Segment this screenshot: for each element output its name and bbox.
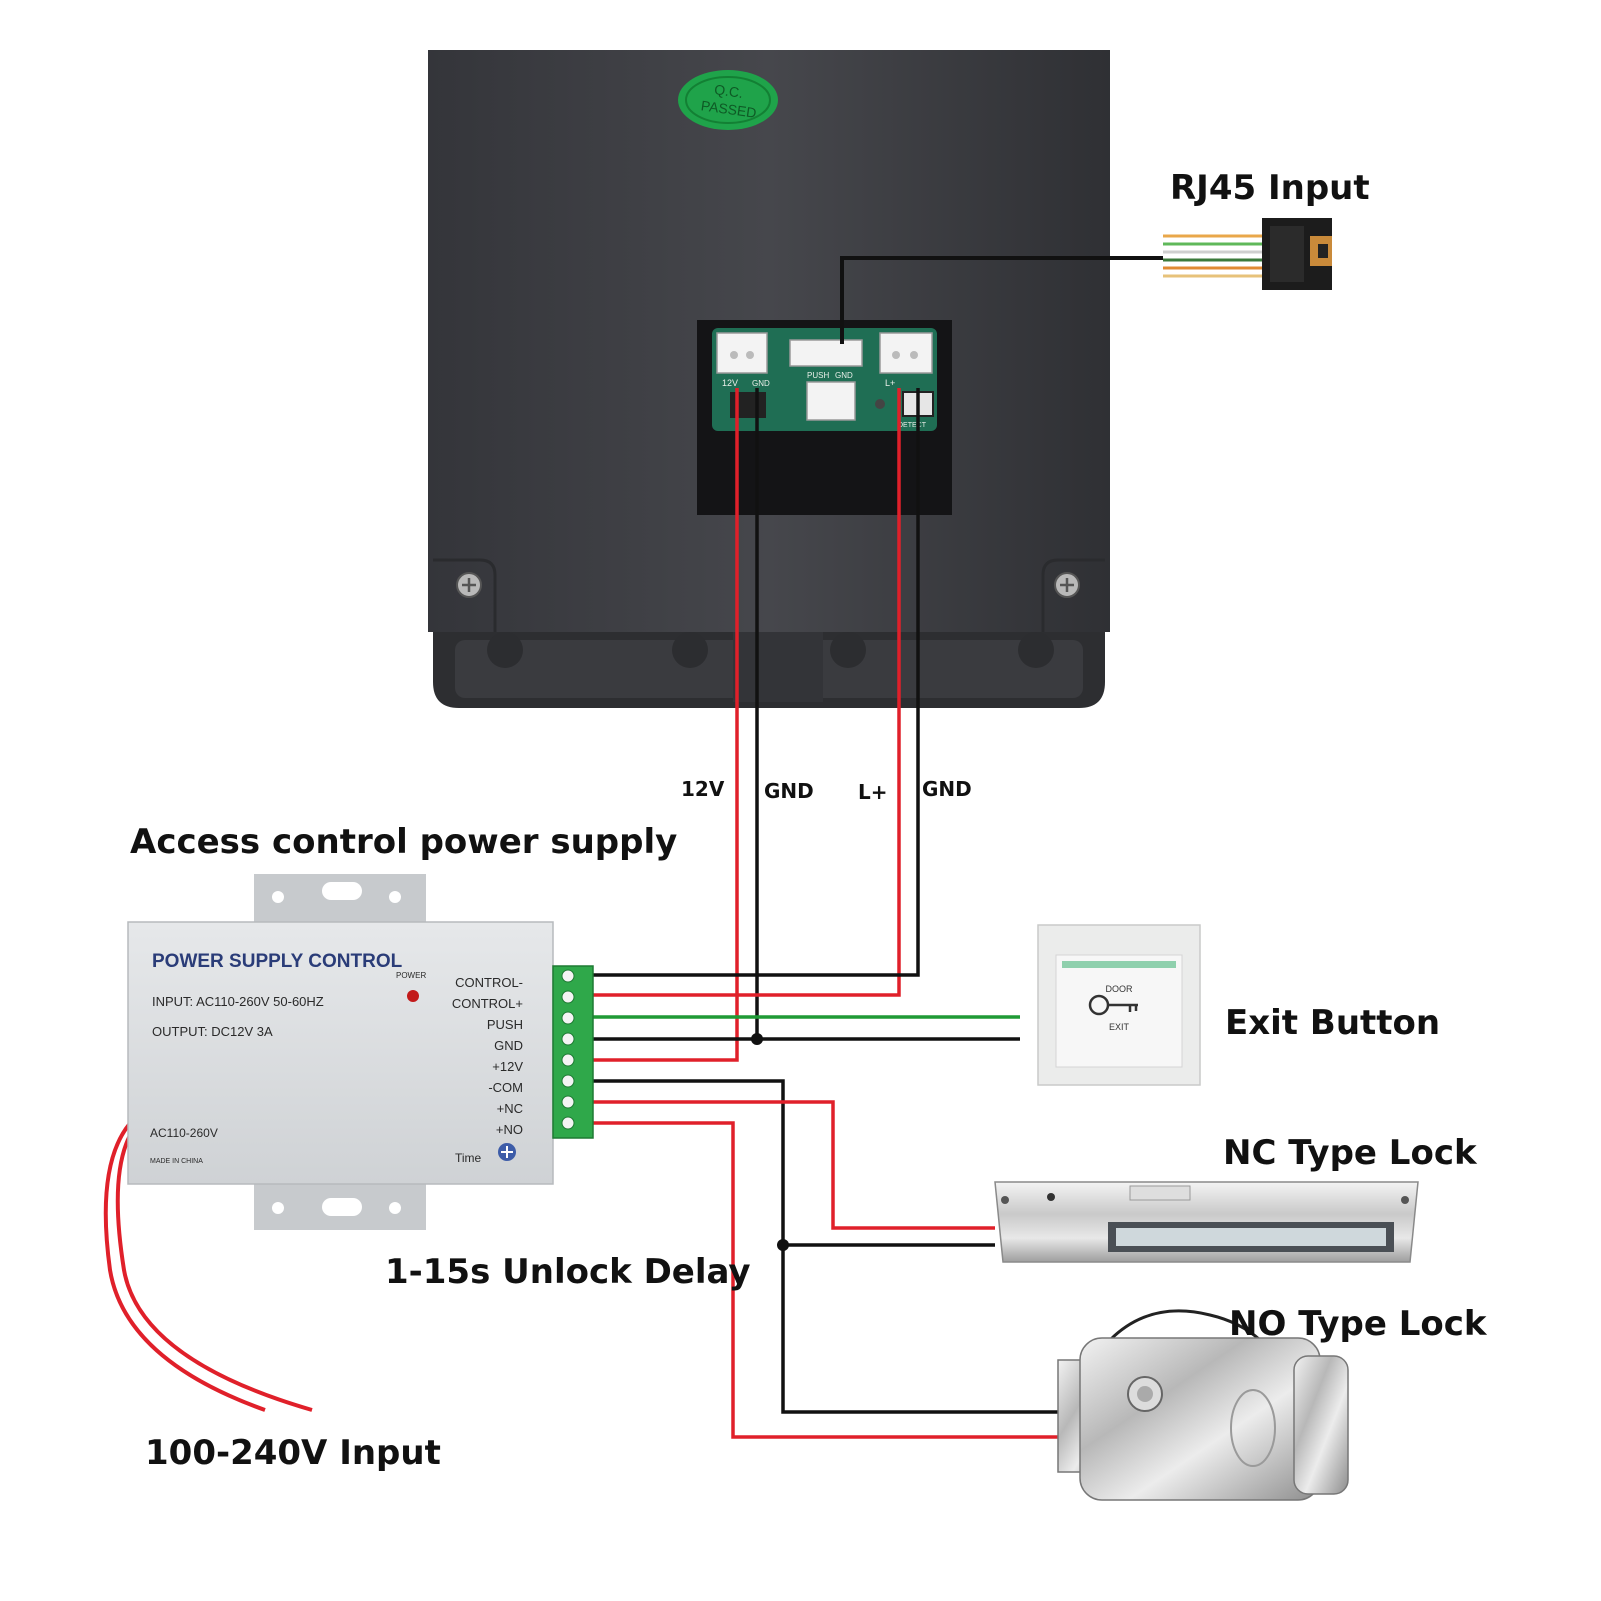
terminal-block <box>552 965 594 1139</box>
screw-icon <box>1054 572 1080 598</box>
terminal-label-gnd: GND <box>494 1038 523 1053</box>
screw-icon <box>456 572 482 598</box>
terminal-label-control-minus: CONTROL- <box>455 975 523 990</box>
wire-label-l-plus: L+ <box>858 780 888 804</box>
terminal-label-nc: +NC <box>497 1101 523 1116</box>
wire-label-gnd-1: GND <box>764 779 814 803</box>
terminal-label-com: -COM <box>488 1080 523 1095</box>
no-lock-label: NO Type Lock <box>1229 1304 1488 1344</box>
psu-time-label: Time <box>455 1151 482 1165</box>
terminal-label-push: PUSH <box>487 1017 523 1032</box>
board-label-12v: 12V <box>722 378 738 388</box>
circuit-board: 12V GND PUSH GND L+ DETECT <box>712 328 937 431</box>
board-label-gnd-mid: GND <box>835 371 853 380</box>
exit-button-door-label: DOOR <box>1106 984 1134 994</box>
power-led-icon <box>407 990 419 1002</box>
qc-badge-line1: Q.C. <box>713 81 744 101</box>
psu-ac-label: AC110-260V <box>150 1126 218 1140</box>
qc-passed-badge: Q.C. PASSED <box>678 70 778 130</box>
no-electric-lock <box>1057 1337 1349 1501</box>
terminal-label-control-plus: CONTROL+ <box>452 996 523 1011</box>
board-label-detect: DETECT <box>898 422 927 429</box>
board-label-push: PUSH <box>807 371 829 380</box>
unlock-delay-label: 1-15s Unlock Delay <box>385 1252 751 1292</box>
exit-button-device: DOOR EXIT <box>1037 924 1201 1086</box>
qc-badge-line2: PASSED <box>700 97 757 121</box>
exit-button-exit-label: EXIT <box>1109 1022 1130 1032</box>
nc-magnetic-lock <box>994 1181 1419 1263</box>
wires <box>103 388 1262 1439</box>
terminal-labels: CONTROL- CONTROL+ PUSH GND +12V -COM +NC… <box>452 975 523 1137</box>
wire-label-12v: 12V <box>681 777 725 801</box>
rj45-wire-bundle <box>1163 234 1262 278</box>
terminal-label-no: +NO <box>496 1122 523 1137</box>
key-icon <box>1088 994 1138 1016</box>
power-supply-label: Access control power supply <box>130 822 677 862</box>
rj45-connector <box>840 218 1332 344</box>
power-supply-unit: POWER SUPPLY CONTROL INPUT: AC110-260V 5… <box>127 874 594 1230</box>
keyhole-icon <box>1127 1376 1163 1412</box>
psu-made-in: MADE IN CHINA <box>150 1158 203 1165</box>
rj45-input-label: RJ45 Input <box>1170 168 1370 208</box>
exit-button-label: Exit Button <box>1225 1003 1440 1043</box>
board-label-l-plus: L+ <box>885 378 895 388</box>
psu-power-label: POWER <box>396 971 426 980</box>
terminal-label-12v: +12V <box>492 1059 523 1074</box>
wire-labels: 12V GND L+ GND <box>681 777 972 804</box>
board-label-gnd-left: GND <box>752 379 770 388</box>
door-station-unit: Q.C. PASSED 12V GND PUSH GND L+ DETECT <box>428 50 1110 708</box>
mains-input-label: 100-240V Input <box>145 1433 441 1473</box>
psu-input-spec: INPUT: AC110-260V 50-60HZ <box>152 994 324 1009</box>
wire-label-gnd-2: GND <box>922 777 972 801</box>
nc-lock-label: NC Type Lock <box>1223 1133 1478 1173</box>
psu-title: POWER SUPPLY CONTROL <box>152 951 403 972</box>
psu-output-spec: OUTPUT: DC12V 3A <box>152 1024 273 1039</box>
rj45-jack-icon <box>1262 218 1332 290</box>
time-dial-icon[interactable] <box>498 1143 516 1161</box>
